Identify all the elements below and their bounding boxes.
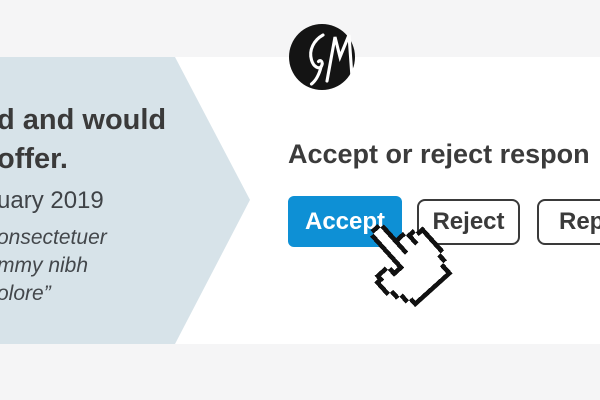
testimonial-heading-line2: offer. xyxy=(0,143,68,175)
testimonial-quote-line3: olore” xyxy=(0,282,51,305)
testimonial-heading: d and would offer. xyxy=(0,101,166,179)
testimonial-quote: onsectetuer mmy nibh olore” xyxy=(0,224,107,308)
page-title: Accept or reject respon xyxy=(288,139,590,169)
gm-monogram-icon xyxy=(289,24,355,90)
report-button[interactable]: Rep xyxy=(537,199,600,245)
testimonial-date: uary 2019 xyxy=(0,187,104,214)
reject-button[interactable]: Reject xyxy=(417,199,520,245)
testimonial-quote-line1: onsectetuer xyxy=(0,226,107,249)
testimonial-quote-line2: mmy nibh xyxy=(0,254,89,277)
accept-button[interactable]: Accept xyxy=(288,196,402,247)
testimonial-heading-line1: d and would xyxy=(0,104,167,136)
